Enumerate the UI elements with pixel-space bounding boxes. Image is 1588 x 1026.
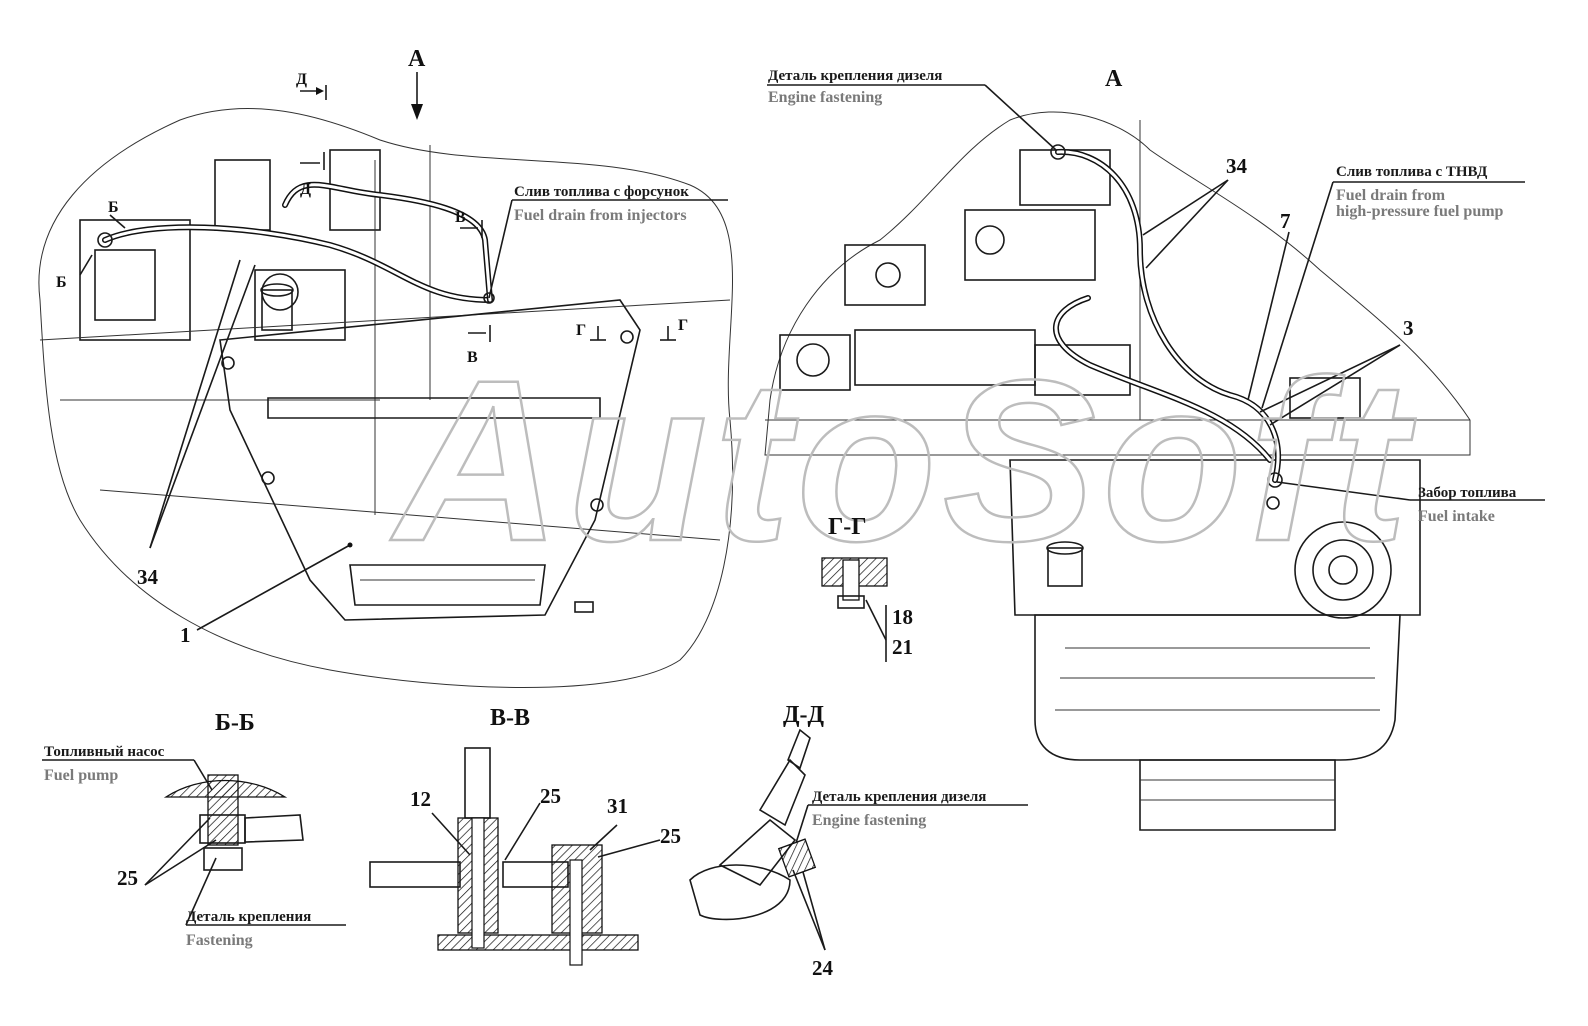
- watermark: AutoSoft: [390, 332, 1416, 589]
- part-number-24: 24: [812, 956, 834, 980]
- section-dd: [689, 728, 1028, 951]
- part-number-25-vv-b: 25: [660, 824, 681, 848]
- view-a-arrow-label: А: [408, 46, 426, 72]
- engine-fastening-label-en: Engine fastening: [768, 89, 882, 106]
- engine-fastening-dd-label-en: Engine fastening: [812, 812, 926, 829]
- part-number-34-right: 34: [1226, 154, 1248, 178]
- part-number-25-vv-a: 25: [540, 784, 561, 808]
- fastening-label-en: Fastening: [186, 932, 253, 949]
- section-d-marker-2: Д: [300, 181, 311, 198]
- view-a-title: А: [1105, 66, 1123, 92]
- part-number-34-left: 34: [137, 565, 159, 589]
- section-g-marker-right: Г: [678, 317, 688, 334]
- part-number-12: 12: [410, 787, 431, 811]
- section-b-marker-2: Б: [56, 274, 67, 291]
- injector-drain-label-ru: Слив топлива с форсунок: [514, 184, 689, 200]
- section-gg: [821, 557, 888, 662]
- fuel-pump-label-ru: Топливный насос: [44, 744, 165, 760]
- section-d-marker: Д: [296, 71, 307, 88]
- part-number-18: 18: [892, 605, 913, 629]
- right-view-a: [764, 84, 1545, 831]
- engine-fastening-label-ru: Деталь крепления дизеля: [768, 68, 942, 84]
- section-title-vv: В-В: [490, 705, 530, 731]
- part-number-1: 1: [180, 623, 191, 647]
- part-number-31: 31: [607, 794, 628, 818]
- left-main-view: [38, 72, 734, 688]
- section-bb: [42, 759, 346, 926]
- hp-drain-label-ru: Слив топлива с ТНВД: [1336, 164, 1488, 180]
- engine-fastening-dd-label-ru: Деталь крепления дизеля: [812, 789, 986, 805]
- section-vv: [369, 747, 661, 966]
- section-title-dd: Д-Д: [783, 702, 825, 728]
- injector-drain-label-en: Fuel drain from injectors: [514, 207, 687, 224]
- hp-drain-label-en-1: Fuel drain from: [1336, 187, 1446, 204]
- part-number-25-bb: 25: [117, 866, 138, 890]
- part-number-7: 7: [1280, 209, 1291, 233]
- hp-drain-label-en-2: high-pressure fuel pump: [1336, 203, 1504, 220]
- section-g-marker-left: Г: [576, 322, 586, 339]
- part-number-21: 21: [892, 635, 913, 659]
- section-b-marker: Б: [108, 199, 119, 216]
- section-v-marker-bottom: В: [467, 349, 478, 366]
- fastening-label-ru: Деталь крепления: [186, 909, 311, 925]
- section-title-bb: Б-Б: [215, 710, 255, 736]
- part-number-3: 3: [1403, 316, 1414, 340]
- fuel-intake-label-ru: Забор топлива: [1418, 485, 1517, 501]
- fuel-intake-label-en: Fuel intake: [1418, 508, 1495, 525]
- section-v-marker-top: В: [455, 209, 466, 226]
- section-title-gg: Г-Г: [828, 514, 867, 540]
- fuel-pump-label-en: Fuel pump: [44, 767, 118, 784]
